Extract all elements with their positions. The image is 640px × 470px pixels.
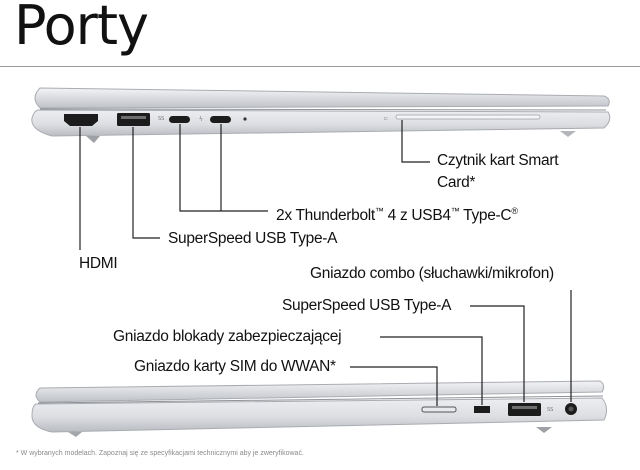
label-hdmi: HDMI (79, 255, 118, 272)
label-combo-jack: Gniazdo combo (słuchawki/mikrofon) (310, 265, 554, 282)
laptop-lid (34, 87, 610, 109)
thunderbolt-port-1 (169, 116, 190, 123)
svg-text:SS: SS (158, 116, 164, 122)
foot-right (560, 131, 576, 137)
status-led (243, 117, 247, 121)
footnote: * W wybranych modelach. Zapoznaj się ze … (16, 450, 304, 457)
leader-sim (350, 366, 438, 406)
lock-slot (474, 406, 490, 413)
foot-left-2 (68, 432, 82, 437)
label-smart-card-line2: Card* (437, 174, 476, 191)
label-sim-slot: Gniazdo karty SIM do WWAN* (134, 358, 336, 375)
foot-right-2 (536, 427, 552, 433)
title-divider (0, 66, 640, 67)
leader-thunderbolt (179, 124, 268, 212)
laptop-right-side: SS (31, 290, 608, 437)
sim-slot (421, 406, 457, 413)
foot-left (86, 136, 100, 143)
laptop-left-side: SS ϟ ⊏ (31, 87, 611, 250)
usb-a-port-left (117, 113, 150, 126)
thunderbolt-port-2 (210, 116, 231, 123)
hdmi-port (64, 114, 98, 126)
svg-text:SS: SS (547, 407, 553, 413)
svg-text:⊏: ⊏ (384, 116, 388, 122)
leader-usb-a-left (132, 127, 160, 239)
label-usb-a-left: SuperSpeed USB Type-A (168, 230, 338, 247)
usb-a-port-right (508, 403, 541, 416)
smart-card-slot (395, 114, 541, 120)
svg-text:ϟ: ϟ (199, 116, 203, 123)
leader-usb-a-right (470, 305, 525, 402)
label-thunderbolt: 2x Thunderbolt™ 4 z USB4™ Type-C® (276, 206, 518, 225)
label-smart-card-line1: Czytnik kart Smart (437, 152, 559, 169)
label-usb-a-right: SuperSpeed USB Type-A (282, 297, 452, 314)
leader-lock (380, 336, 483, 405)
page-title: Porty (14, 0, 149, 57)
laptop-lid-right (35, 380, 605, 403)
leader-smart-card (401, 120, 430, 163)
laptop-base-right (31, 397, 608, 433)
label-lock-slot: Gniazdo blokady zabezpieczającej (113, 328, 342, 345)
